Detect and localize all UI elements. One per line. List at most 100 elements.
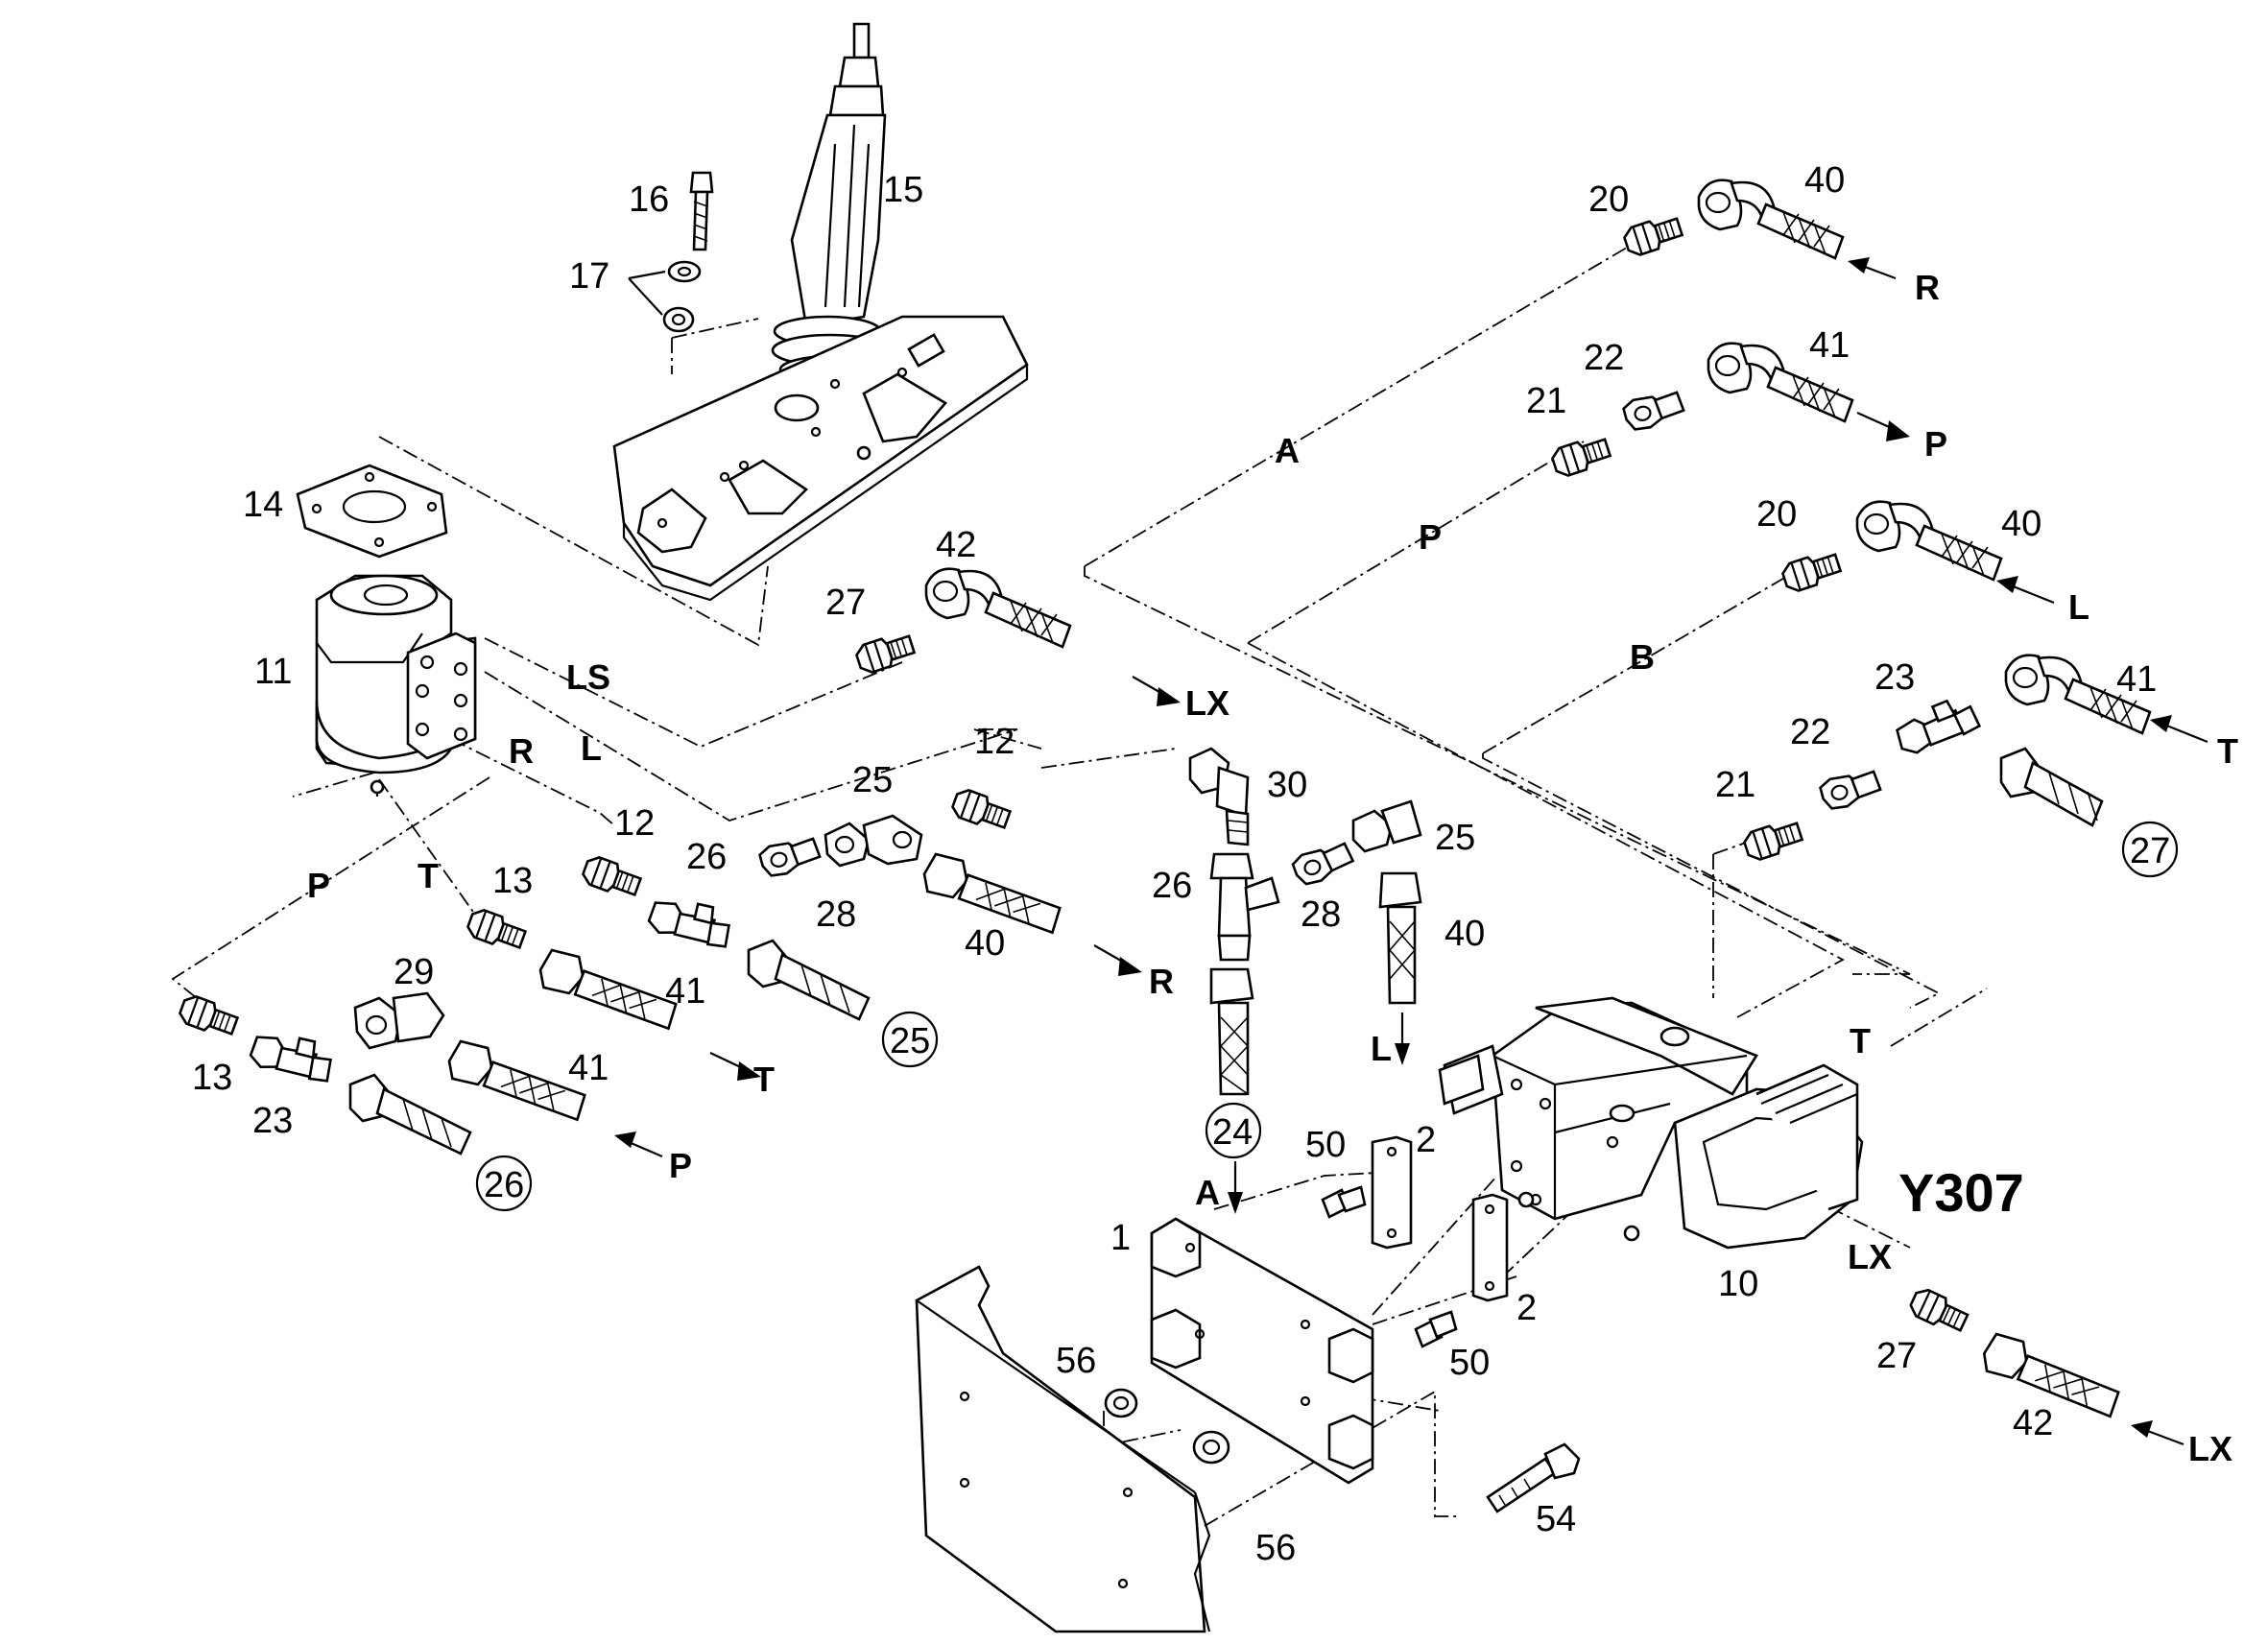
label-part-1: 1 — [1110, 1218, 1131, 1258]
bolt-16 — [689, 171, 714, 251]
label-part-42-mid: 42 — [936, 525, 976, 565]
label-part-22-right: 22 — [1790, 712, 1830, 752]
label-part-28-center: 28 — [1301, 894, 1341, 935]
label-part-21-top: 21 — [1526, 381, 1566, 421]
label-part-26-center: 26 — [1152, 866, 1192, 906]
nut-22-top — [1620, 387, 1687, 435]
label-part-2-lower: 2 — [1516, 1288, 1537, 1328]
label-part-40-left: 40 — [965, 923, 1005, 964]
label-part-23-left: 23 — [252, 1101, 293, 1141]
port-labels: R P L T LX LS L R P T A P B R T P L A T … — [307, 268, 2238, 1468]
label-part-56-upper: 56 — [1056, 1341, 1096, 1381]
label-part-54: 54 — [1536, 1499, 1576, 1539]
tee-23-right — [1892, 693, 1984, 758]
column-base-plate — [612, 315, 1029, 602]
part-labels: 1 2 2 10 11 12 12 13 13 14 15 16 17 20 2… — [192, 160, 2170, 1568]
port-label-t-steering: T — [418, 856, 439, 895]
label-part-26-callout: 26 — [484, 1165, 524, 1205]
elbow-30 — [1188, 747, 1250, 846]
hose-27-stub — [1999, 747, 2104, 827]
bolt-54 — [1486, 1442, 1581, 1513]
label-part-25-callout: 25 — [890, 1021, 930, 1061]
label-part-12-left: 12 — [614, 803, 655, 844]
callout-circle-25 — [881, 1011, 939, 1068]
nut-56-lower — [1192, 1430, 1230, 1465]
port-label-lx-mid: LX — [1185, 683, 1229, 723]
tee-23-left — [247, 1021, 340, 1091]
adapter-21-top — [1548, 432, 1613, 480]
label-part-25-center: 25 — [1435, 818, 1475, 858]
connection-lines — [171, 244, 1988, 1584]
control-valve-10 — [1438, 996, 1864, 1250]
label-part-41-right: 41 — [2116, 659, 2157, 700]
label-part-15: 15 — [883, 170, 923, 210]
label-part-40-vertical: 40 — [1444, 914, 1485, 954]
label-part-50-lower: 50 — [1449, 1343, 1490, 1383]
port-label-t-mid: T — [753, 1060, 775, 1099]
label-part-22-top: 22 — [1584, 338, 1624, 378]
nut-28-left — [756, 833, 824, 881]
label-part-13-mid: 13 — [492, 861, 533, 901]
label-part-27-mid: 27 — [825, 583, 866, 623]
label-part-2-upper: 2 — [1416, 1120, 1436, 1160]
callout-circle-26 — [475, 1155, 533, 1212]
tee-26-left — [645, 887, 738, 957]
figure-code: Y307 — [1898, 1162, 2024, 1223]
port-label-r-mid: R — [1149, 962, 1174, 1001]
port-label-lx-lower: LX — [2188, 1429, 2232, 1468]
steering-unit-11 — [315, 574, 477, 797]
port-label-r-steering: R — [509, 731, 534, 771]
bracket-1 — [1150, 1217, 1374, 1485]
label-part-20-mid: 20 — [1756, 494, 1797, 535]
port-label-l-vertical: L — [1371, 1029, 1392, 1068]
label-part-20-top: 20 — [1588, 179, 1629, 220]
label-part-16: 16 — [629, 179, 669, 220]
adapter-13-left — [176, 991, 241, 1041]
screw-50-upper — [1321, 1185, 1367, 1219]
steering-column — [771, 22, 890, 385]
label-part-40-mid: 40 — [2001, 504, 2041, 544]
clamp-plate-2-upper — [1371, 1135, 1413, 1250]
nut-56-upper — [1104, 1388, 1138, 1418]
port-label-lx-valve: LX — [1848, 1237, 1892, 1276]
nut-28-center — [1289, 838, 1357, 890]
hose-40-mid — [1855, 500, 2003, 582]
port-label-l-steering: L — [581, 728, 602, 768]
port-label-t-top: T — [2217, 731, 2238, 771]
port-label-b-line: B — [1630, 637, 1655, 677]
hose-40-vertical — [1378, 871, 1422, 1005]
elbow-25-left — [824, 814, 923, 868]
elbow-29 — [353, 991, 445, 1050]
label-part-42-lower: 42 — [2013, 1403, 2053, 1443]
tee-26-center — [1209, 852, 1280, 962]
port-label-p-left: P — [669, 1146, 692, 1185]
adapter-27-mid — [852, 629, 918, 677]
label-part-13-left: 13 — [192, 1058, 232, 1098]
label-part-26-left: 26 — [686, 837, 727, 877]
port-label-a-line: A — [1275, 431, 1300, 470]
label-part-28-left: 28 — [816, 894, 856, 935]
label-part-29: 29 — [394, 952, 434, 992]
flow-arrows — [614, 257, 2208, 1446]
label-part-41-mid: 41 — [665, 971, 705, 1012]
adapter-21-right — [1740, 816, 1805, 864]
label-part-40-top: 40 — [1804, 160, 1845, 201]
port-label-ls: LS — [566, 657, 610, 697]
label-part-56-lower: 56 — [1255, 1528, 1296, 1568]
washers-17 — [628, 260, 702, 333]
adapter-12-left — [579, 852, 644, 902]
callout-circle-24 — [1205, 1102, 1262, 1159]
label-part-21-right: 21 — [1715, 765, 1755, 805]
label-part-11: 11 — [254, 652, 292, 692]
hose-26-stub — [348, 1073, 472, 1156]
label-part-12-mid: 12 — [974, 722, 1015, 762]
port-label-r-top: R — [1915, 268, 1940, 307]
hose-42-mid — [924, 567, 1072, 649]
hose-41-mid — [532, 935, 682, 1054]
adapter-27-lower — [1906, 1284, 1971, 1338]
label-part-14: 14 — [243, 485, 283, 525]
port-label-l-top: L — [2068, 587, 2089, 627]
hose-24 — [1209, 967, 1254, 1096]
port-label-t-valve: T — [1850, 1021, 1871, 1060]
